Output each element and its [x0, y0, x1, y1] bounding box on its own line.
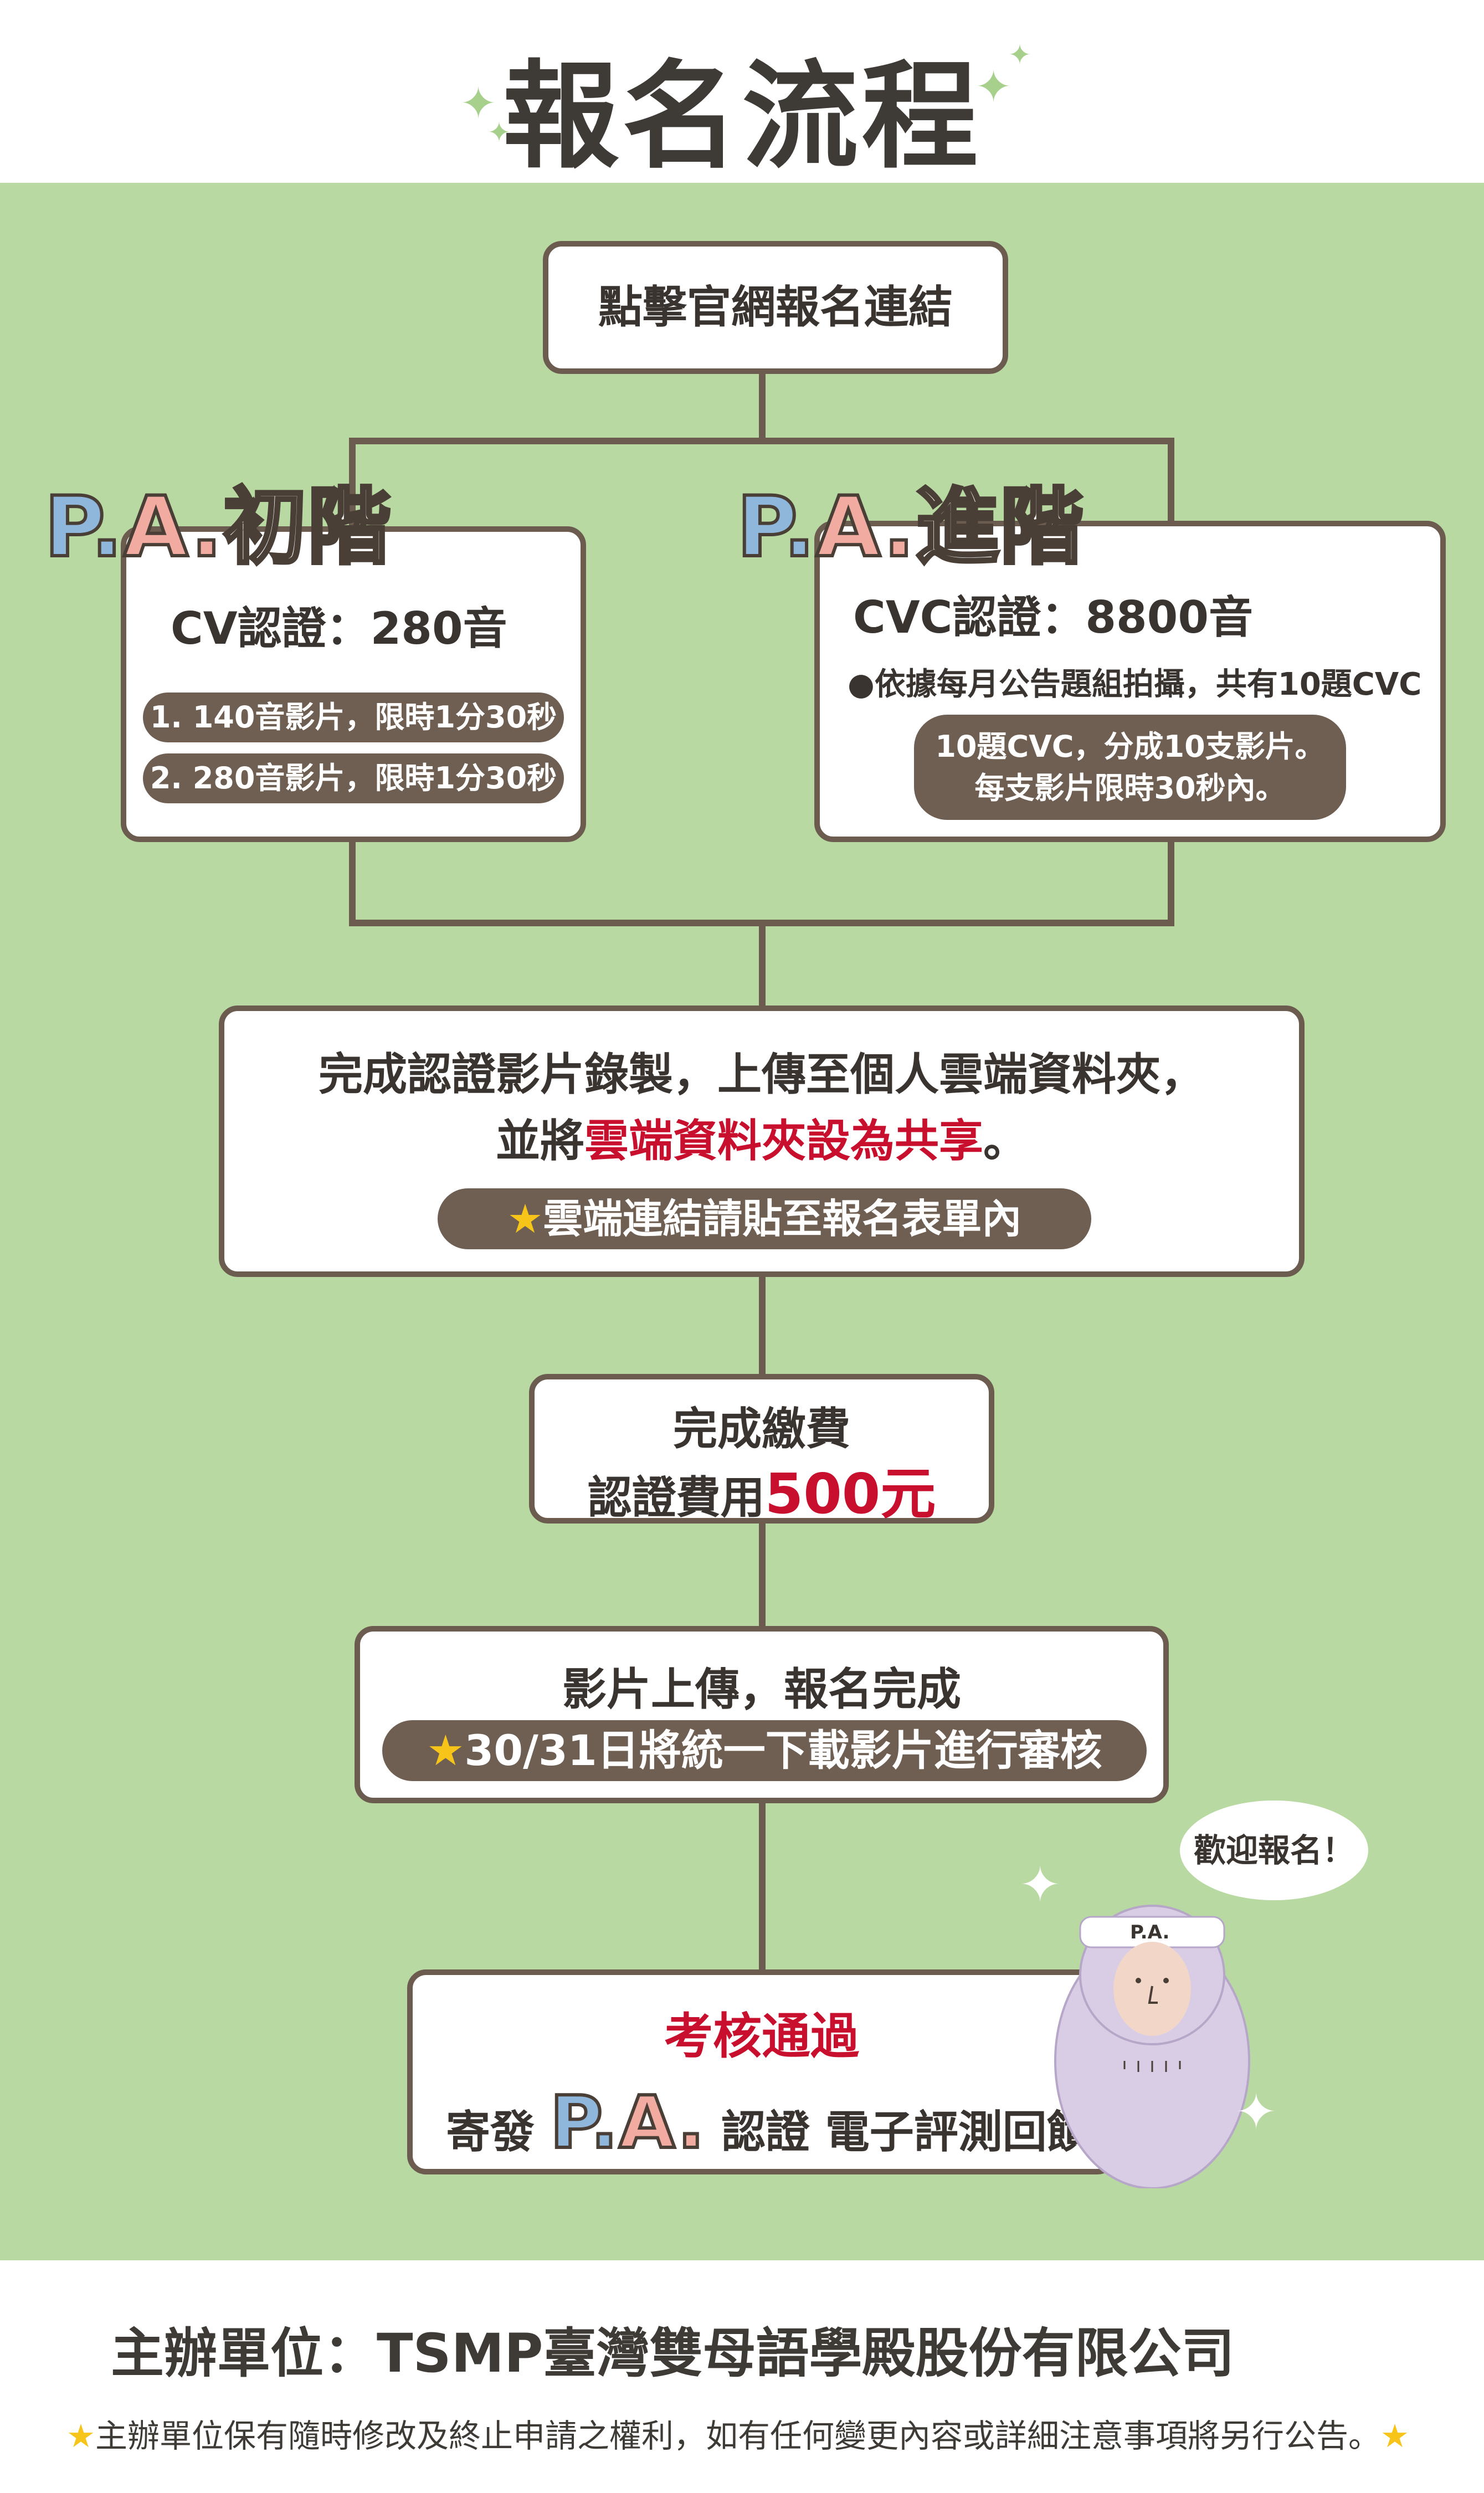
step-pass: 考核通過 寄發 P.A. 認證 電子評測回饋: [407, 1969, 1116, 2174]
step-payment-line-1: 完成繳費: [673, 1403, 850, 1455]
connector: [759, 371, 766, 443]
advanced-pill-line-2: 每支影片限時30秒內。: [974, 771, 1286, 806]
star-icon: ★: [507, 1196, 543, 1242]
badge-a: A.: [814, 478, 916, 577]
step-upload-pill-label: 雲端連結請貼至報名表單內: [543, 1196, 1022, 1242]
basic-item-1: 1. 140音影片，限時1分30秒: [143, 693, 564, 742]
badge-p: P.: [735, 478, 817, 577]
connector: [1168, 438, 1174, 526]
step-upload-line-1: 完成認證影片錄製，上傳至個人雲端資料夾，: [319, 1049, 1205, 1100]
mascot-illustration: [1054, 1905, 1250, 2189]
badge-a: A.: [122, 478, 224, 577]
step-upload-pill: ★雲端連結請貼至報名表單內: [438, 1188, 1091, 1249]
step-complete-pill-label: 30/31日將統一下載影片進行審核: [464, 1726, 1102, 1775]
step-upload-line-2-prefix: 並將: [496, 1115, 584, 1167]
sparkle-icon: ✦: [487, 116, 511, 148]
step-payment: 完成繳費 認證費用500元: [529, 1374, 994, 1526]
star-icon: ★: [427, 1726, 465, 1775]
step-upload-video: 完成認證影片錄製，上傳至個人雲端資料夾， 並將雲端資料夾設為共享。 ★雲端連結請…: [219, 1006, 1305, 1277]
advanced-note: ●依據每月公告題組拍攝，共有10題CVC: [848, 666, 1422, 702]
step-pass-title: 考核通過: [664, 2008, 859, 2065]
step-pass-suffix: 認證 電子評測回饋: [721, 2106, 1091, 2158]
shared-folder-highlight: 雲端資料夾設為共享: [584, 1115, 983, 1167]
advanced-heading: CVC認證：8800音: [853, 592, 1253, 643]
fee-amount: 500元: [764, 1461, 936, 1526]
step-complete-line-1: 影片上傳，報名完成: [562, 1664, 961, 1715]
step-upload-line-2-suffix: 。: [983, 1115, 1028, 1167]
speech-bubble-text: 歡迎報名！: [1193, 1832, 1354, 1869]
mascot: P.A.: [1041, 1878, 1263, 2189]
star-icon: ★: [66, 2417, 95, 2455]
disclaimer: ★主辦單位保有隨時修改及終止申請之權利，如有任何變更內容或詳細注意事項將另行公告…: [66, 2410, 1409, 2456]
step-complete-pill: ★30/31日將統一下載影片進行審核: [382, 1720, 1147, 1781]
badge-a: A.: [618, 2079, 706, 2166]
sparkle-icon: ✦: [1008, 39, 1031, 71]
star-icon: ★: [1380, 2417, 1410, 2455]
advanced-level-card: CVC認證：8800音 ●依據每月公告題組拍攝，共有10題CVC 10題CVC，…: [814, 521, 1446, 842]
step-payment-line-2: 認證費用500元: [535, 1449, 989, 1529]
speech-bubble: 歡迎報名！: [1180, 1801, 1368, 1900]
connector: [349, 837, 356, 925]
badge-p: P.: [43, 478, 124, 577]
connector: [349, 438, 356, 532]
badge-level: 初階: [222, 478, 392, 577]
step-upload-line-2: 並將雲端資料夾設為共享。: [224, 1105, 1299, 1169]
badge-p: P.: [548, 2079, 620, 2166]
sparkle-icon: ✦: [460, 78, 497, 129]
connector: [349, 438, 1174, 444]
step-register-link-label: 點擊官網報名連結: [598, 281, 953, 333]
connector: [1168, 837, 1174, 925]
basic-item-2: 2. 280音影片，限時1分30秒: [143, 753, 564, 803]
advanced-pill-line-1: 10題CVC，分成10支影片。: [935, 729, 1325, 764]
mascot-headband-text: P.A.: [1130, 1921, 1170, 1943]
step-pass-line: 寄發 P.A. 認證 電子評測回饋: [446, 2079, 1091, 2166]
sparkle-icon: ✦: [1235, 2083, 1277, 2141]
sparkle-icon: ✦: [1019, 1856, 1061, 1914]
badge-level: 進階: [914, 478, 1085, 577]
step-register-link[interactable]: 點擊官網報名連結: [543, 241, 1008, 374]
basic-badge: P.A.初階: [43, 460, 392, 580]
step-upload-complete: 影片上傳，報名完成 ★30/31日將統一下載影片進行審核: [355, 1626, 1169, 1803]
fee-label: 認證費用: [587, 1472, 765, 1524]
page-title: 報名流程: [502, 49, 982, 184]
advanced-pill: 10題CVC，分成10支影片。 每支影片限時30秒內。: [914, 715, 1346, 820]
advanced-badge: P.A.進階: [735, 460, 1085, 580]
organizer-text: 主辦單位：TSMP臺灣雙母語學殿股份有限公司: [111, 2322, 1235, 2384]
basic-level-card: CV認證：280音 1. 140音影片，限時1分30秒 2. 280音影片，限時…: [121, 526, 586, 842]
footer: 主辦單位：TSMP臺灣雙母語學殿股份有限公司 ★主辦單位保有隨時修改及終止申請之…: [0, 2260, 1484, 2493]
disclaimer-text: 主辦單位保有隨時修改及終止申請之權利，如有任何變更內容或詳細注意事項將另行公告。: [95, 2417, 1381, 2455]
sparkle-icon: ✦: [975, 61, 1013, 112]
step-pass-prefix: 寄發: [446, 2106, 535, 2158]
basic-heading: CV認證：280音: [171, 603, 507, 654]
title-bar: 報名流程 ✦ ✦ ✦ ✦: [0, 0, 1484, 184]
